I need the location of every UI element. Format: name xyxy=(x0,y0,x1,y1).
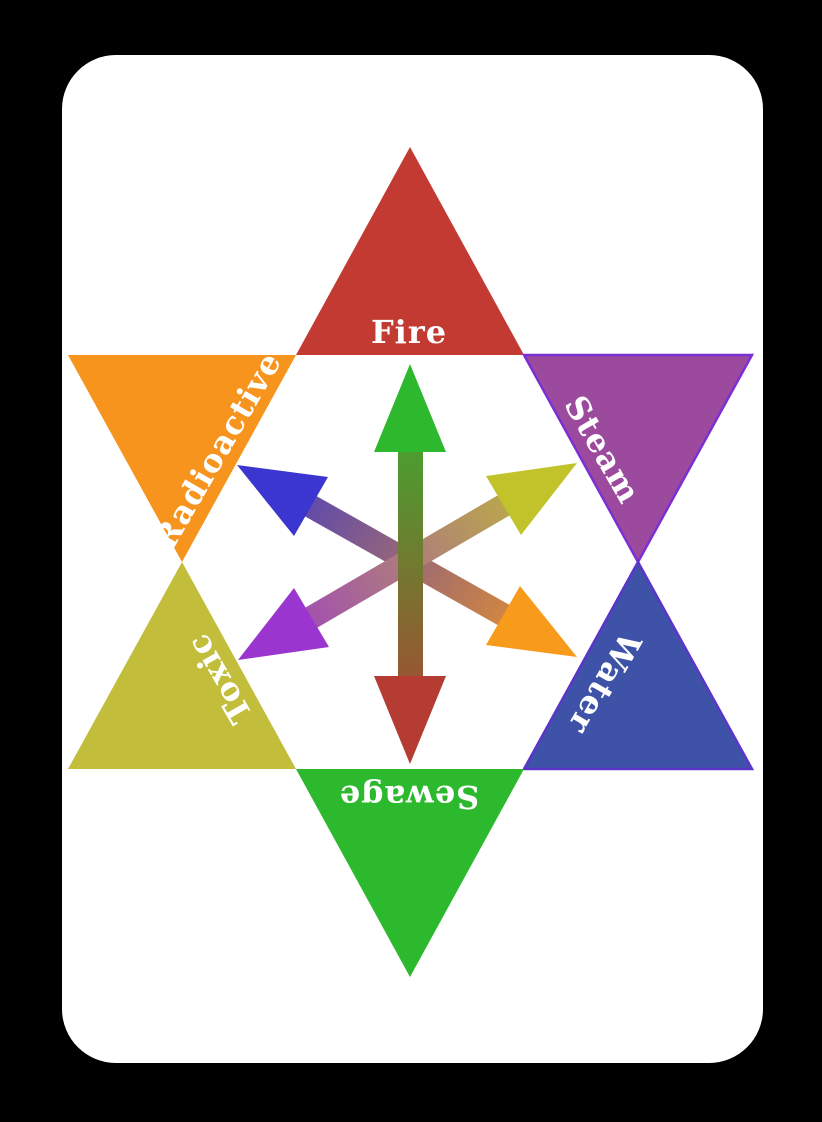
water-triangle xyxy=(521,559,755,771)
arrowhead-toward-toxic xyxy=(238,588,329,660)
arrowhead-toward-radioactive xyxy=(237,465,328,536)
fire-label: Fire xyxy=(371,313,447,351)
arrowhead-toward-steam xyxy=(486,463,577,535)
fire-sewage-arrow-shaft xyxy=(398,448,423,676)
sewage-label: Sewage xyxy=(339,778,479,816)
arrowhead-toward-fire xyxy=(374,364,446,452)
fire-triangle xyxy=(296,147,524,355)
toxic-triangle xyxy=(68,562,296,769)
arrowhead-toward-water xyxy=(486,586,577,657)
sewage-triangle xyxy=(296,769,524,977)
radioactive-triangle xyxy=(68,355,296,562)
steam-triangle xyxy=(521,353,755,565)
fire-sewage-arrow xyxy=(374,364,446,764)
arrowhead-toward-sewage xyxy=(374,676,446,764)
